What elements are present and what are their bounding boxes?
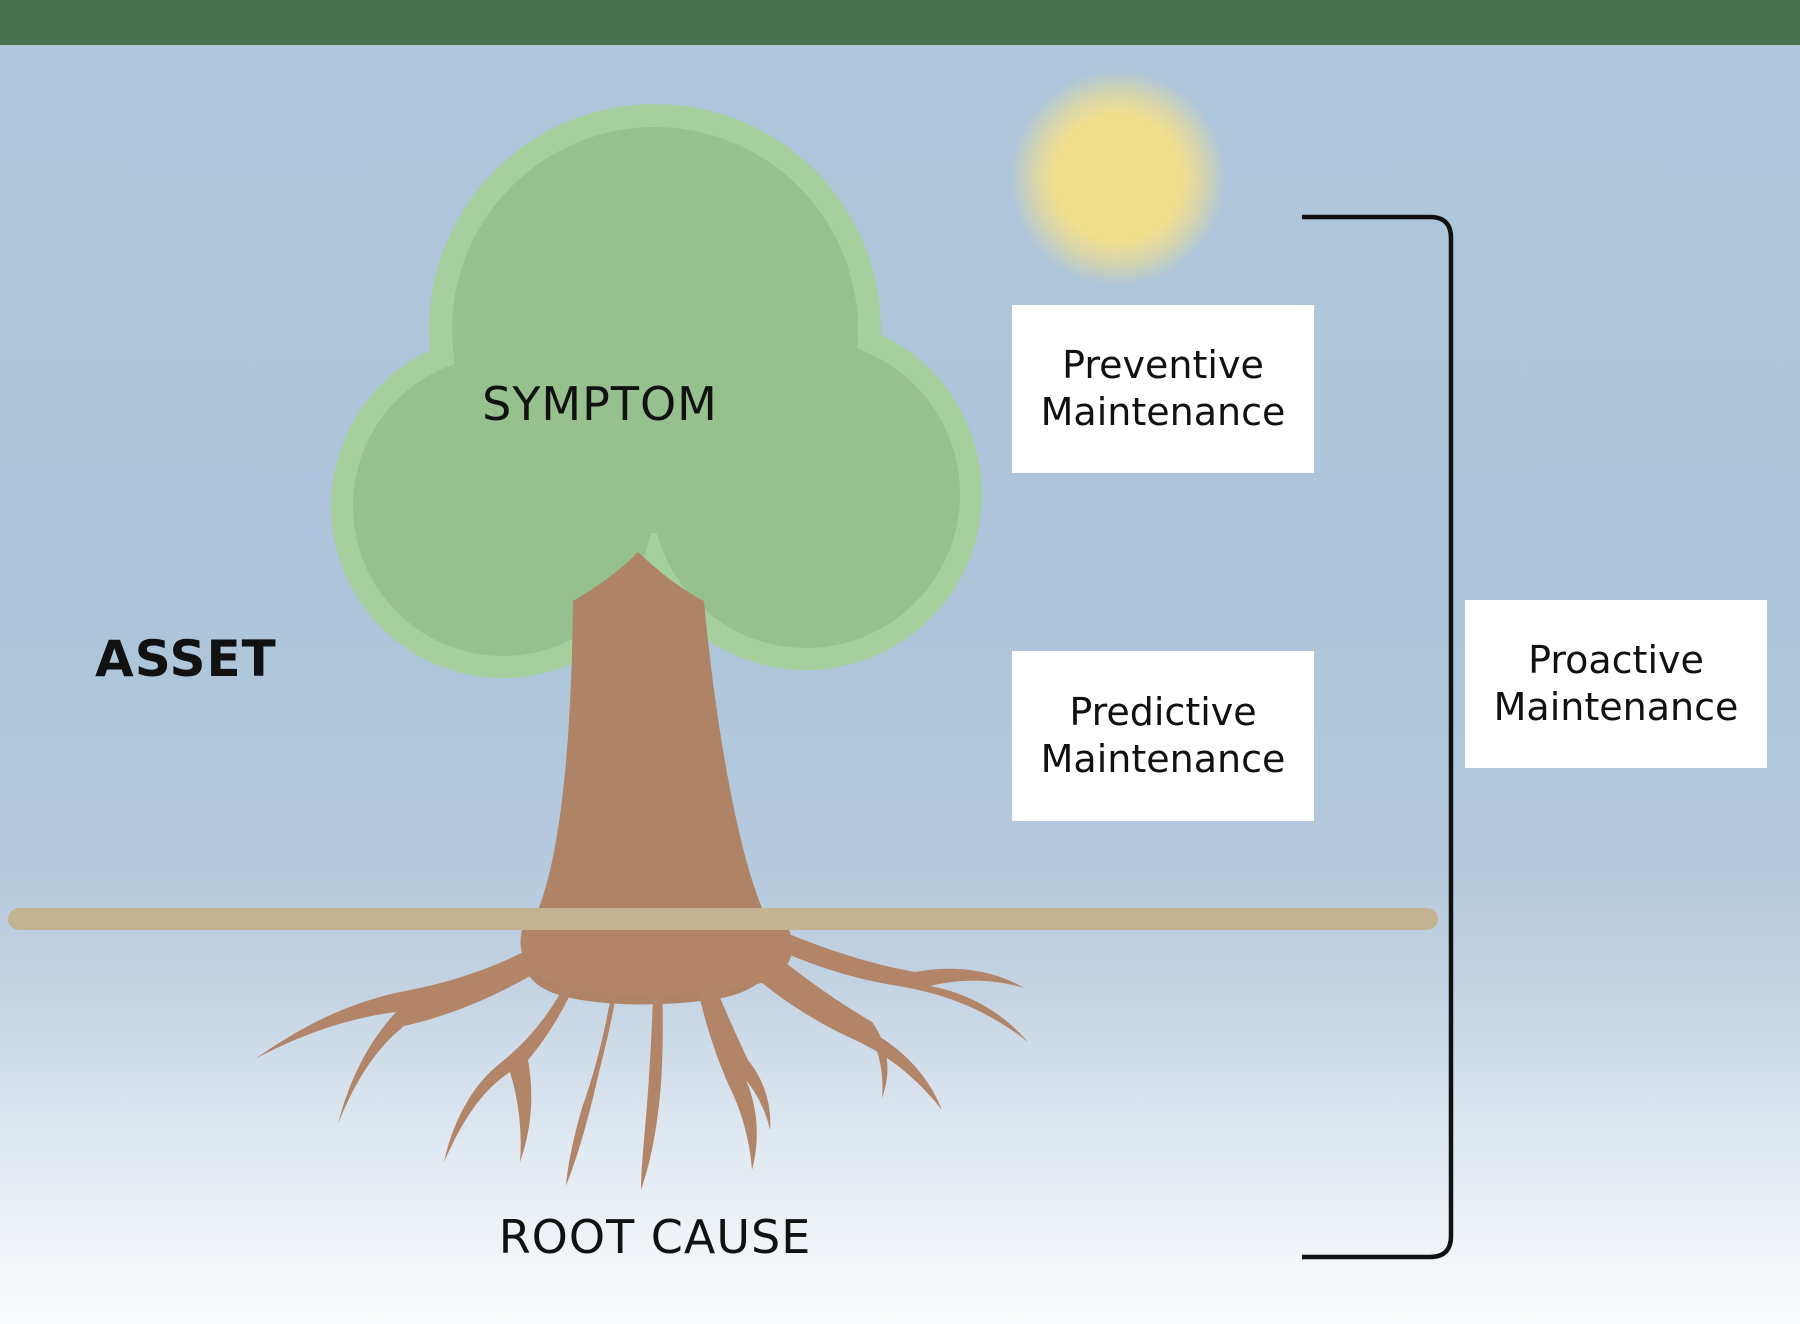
- sun-icon: [1010, 70, 1226, 286]
- header-bar: [0, 0, 1800, 45]
- tree-canopy: [331, 104, 982, 678]
- root-cause-label: ROOT CAUSE: [498, 1210, 812, 1264]
- proactive-bracket: [1302, 214, 1454, 1260]
- predictive-maintenance-box: Predictive Maintenance: [1012, 651, 1314, 821]
- tree-roots: [255, 916, 1028, 1190]
- ground-line: [8, 908, 1438, 930]
- proactive-maintenance-box: Proactive Maintenance: [1465, 600, 1767, 768]
- tree-trunk: [522, 552, 777, 1005]
- preventive-maintenance-box: Preventive Maintenance: [1012, 305, 1314, 473]
- asset-label: ASSET: [95, 630, 277, 688]
- symptom-label: SYMPTOM: [482, 377, 718, 431]
